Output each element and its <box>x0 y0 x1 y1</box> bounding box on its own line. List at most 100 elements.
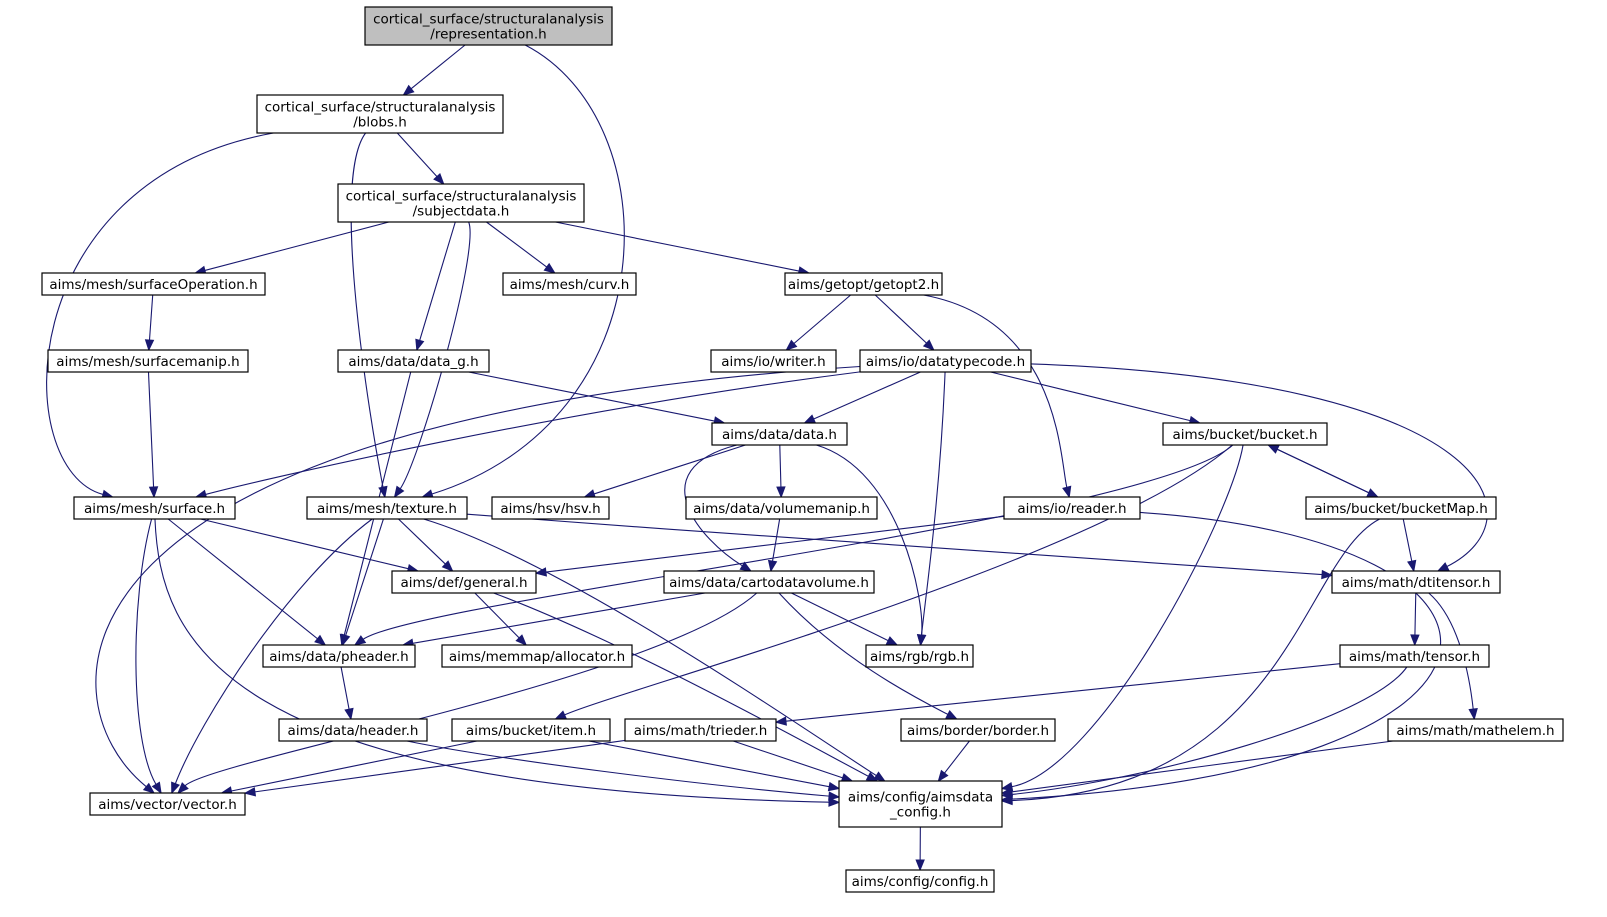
edge-bucketMap-to-aimsdata_config <box>1000 518 1380 806</box>
edge-arrowhead <box>402 84 415 96</box>
edge-line <box>398 518 446 565</box>
node-pheader[interactable]: aims/data/pheader.h <box>262 644 416 668</box>
edge-texture-to-pheader <box>341 518 384 647</box>
node-aimsdata_config[interactable]: aims/config/aimsdata_config.h <box>838 780 1003 828</box>
node-bucketMap[interactable]: aims/bucket/bucketMap.h <box>1305 496 1497 520</box>
node-box <box>1387 718 1564 742</box>
edge-arrowhead <box>1266 444 1280 454</box>
edge-line <box>340 666 350 710</box>
node-hsv[interactable]: aims/hsv/hsv.h <box>491 496 610 520</box>
edge-line <box>396 132 438 177</box>
edge-line <box>466 513 1323 576</box>
edge-arrowhead <box>415 338 425 352</box>
node-curv[interactable]: aims/mesh/curv.h <box>502 272 637 296</box>
edge-line <box>184 592 758 787</box>
edge-line <box>1402 518 1413 562</box>
node-surface[interactable]: aims/mesh/surface.h <box>73 496 236 520</box>
edge-pheader-to-header <box>340 666 354 721</box>
node-label: aims/mesh/curv.h <box>510 277 630 293</box>
edge-line <box>785 663 1341 722</box>
edge-arrowhead <box>885 636 899 646</box>
node-texture[interactable]: aims/mesh/texture.h <box>306 496 468 520</box>
node-datatypecode[interactable]: aims/io/datatypecode.h <box>859 349 1032 373</box>
edge-line <box>1414 592 1417 636</box>
edge-line <box>474 592 520 639</box>
edge-line <box>778 592 949 715</box>
node-box <box>364 6 613 46</box>
node-box <box>441 644 633 668</box>
node-box <box>710 349 837 373</box>
edge-arrowhead <box>828 791 841 801</box>
edge-arrowhead <box>1407 559 1417 573</box>
node-data_g[interactable]: aims/data/data_g.h <box>337 349 490 373</box>
edge-line <box>154 518 830 803</box>
node-box <box>337 183 585 223</box>
node-representation[interactable]: cortical_surface/structuralanalysis/repr… <box>364 6 613 46</box>
node-subjectdata[interactable]: cortical_surface/structuralanalysis/subj… <box>337 183 585 223</box>
node-allocator[interactable]: aims/memmap/allocator.h <box>441 644 633 668</box>
edge-line <box>147 371 155 488</box>
node-surfaceOperation[interactable]: aims/mesh/surfaceOperation.h <box>41 272 266 296</box>
node-box <box>711 422 848 446</box>
node-volumemanip[interactable]: aims/data/volumemanip.h <box>685 496 878 520</box>
node-label: aims/bucket/bucketMap.h <box>1314 501 1488 517</box>
edge-arrowhead <box>393 485 405 499</box>
node-label: aims/math/dtitensor.h <box>1342 575 1491 591</box>
edge-datatypecode-to-dtitensor <box>1030 363 1488 572</box>
edge-arrowhead <box>344 707 354 721</box>
edge-subjectdata-to-getopt2 <box>555 221 811 276</box>
node-tensor[interactable]: aims/math/tensor.h <box>1339 644 1490 668</box>
node-box <box>1331 570 1501 594</box>
node-label: cortical_surface/structuralanalysis <box>373 12 604 28</box>
edge-line <box>345 518 384 636</box>
edge-dtitensor-to-tensor <box>1410 592 1420 647</box>
node-general[interactable]: aims/def/general.h <box>391 570 537 594</box>
node-item[interactable]: aims/bucket/item.h <box>451 718 611 742</box>
node-surfacemanip[interactable]: aims/mesh/surfacemanip.h <box>47 349 249 373</box>
node-trieder[interactable]: aims/math/trieder.h <box>624 718 777 742</box>
node-box <box>859 349 1032 373</box>
edge-line <box>923 294 1068 488</box>
node-reader[interactable]: aims/io/reader.h <box>1003 496 1141 520</box>
node-blobs[interactable]: cortical_surface/structuralanalysis/blob… <box>256 94 504 134</box>
edge-line <box>813 371 921 420</box>
edge-line <box>135 518 157 785</box>
edge-data-to-rgb <box>816 444 927 647</box>
edge-texture-to-vector <box>171 518 373 795</box>
edge-line <box>486 221 548 268</box>
node-cartodatavolume[interactable]: aims/data/cartodatavolume.h <box>663 570 875 594</box>
node-rgb[interactable]: aims/rgb/rgb.h <box>865 644 974 668</box>
node-box <box>451 718 611 742</box>
edge-arrowhead <box>785 339 798 351</box>
node-header[interactable]: aims/data/header.h <box>278 718 428 742</box>
node-label: aims/math/tensor.h <box>1349 649 1480 665</box>
node-border[interactable]: aims/border/border.h <box>900 718 1056 742</box>
edge-line <box>1011 740 1394 793</box>
node-box <box>663 570 875 594</box>
node-label: aims/bucket/bucket.h <box>1172 427 1317 443</box>
node-bucket[interactable]: aims/bucket/bucket.h <box>1162 422 1328 446</box>
node-writer[interactable]: aims/io/writer.h <box>710 349 837 373</box>
node-box <box>73 496 236 520</box>
node-label: aims/mesh/surfacemanip.h <box>56 354 239 370</box>
edge-line <box>733 740 844 779</box>
node-vector[interactable]: aims/vector/vector.h <box>89 792 246 816</box>
edge-aimsdata_config-to-config <box>915 826 925 872</box>
node-label: aims/vector/vector.h <box>98 797 237 813</box>
edge-line <box>921 371 946 636</box>
edge-line <box>943 740 970 775</box>
node-box <box>1162 422 1328 446</box>
node-getopt2[interactable]: aims/getopt/getopt2.h <box>784 272 943 296</box>
edge-line <box>791 592 889 642</box>
node-mathelem[interactable]: aims/math/mathelem.h <box>1387 718 1564 742</box>
node-config[interactable]: aims/config/config.h <box>845 869 995 893</box>
node-label: aims/getopt/getopt2.h <box>788 277 939 293</box>
edge-line <box>419 221 456 341</box>
edge-line <box>205 371 861 495</box>
edge-line <box>1011 518 1380 802</box>
node-label: aims/hsv/hsv.h <box>500 501 600 517</box>
edge-line <box>468 371 715 422</box>
node-data[interactable]: aims/data/data.h <box>711 422 848 446</box>
node-dtitensor[interactable]: aims/math/dtitensor.h <box>1331 570 1501 594</box>
edge-getopt2-to-writer <box>785 294 852 351</box>
